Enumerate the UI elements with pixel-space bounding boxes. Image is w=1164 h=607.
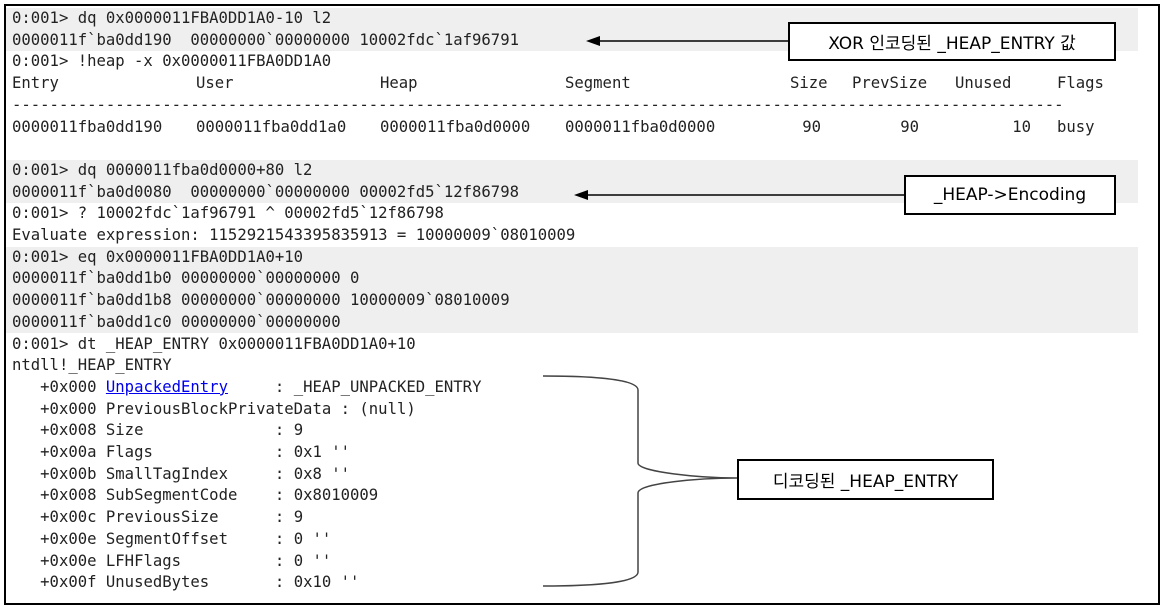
field-offset: +0x00a (40, 443, 97, 461)
console-line: Evaluate expression: 1152921543395835913… (12, 226, 576, 244)
field-name: Flags (105, 443, 153, 461)
field-value: 0x1 '' (293, 443, 351, 461)
column-header: User (196, 74, 234, 93)
field-name: PreviousBlockPrivateData (105, 399, 332, 418)
field-offset: +0x00e (40, 529, 97, 548)
console-line: 0:001> !heap -x 0x0000011FBA0DD1A0 (12, 52, 332, 71)
field-name: LFHFlags (105, 551, 182, 570)
field-name: SegmentOffset (105, 529, 228, 548)
field-name: SubSegmentCode (105, 486, 238, 505)
arrow-xor-head (586, 36, 600, 46)
struct-field: +0x00b SmallTagIndex : 0x8 '' (40, 464, 351, 483)
struct-field: +0x00f UnusedBytes : 0x10 '' (40, 573, 360, 592)
field-offset: +0x008 (40, 486, 97, 505)
column-header: Size (790, 74, 828, 93)
console-line: 0000011f`ba0dd1b0 00000000`00000000 0 (6, 268, 1138, 291)
field-offset: +0x00e (40, 551, 97, 570)
table-row: 0000011fba0dd190 0000011fba0dd1a0 0000011f… (6, 117, 1138, 139)
struct-field: +0x000 PreviousBlockPrivateData : (null) (40, 399, 416, 418)
console-line: ntdll!_HEAP_ENTRY (12, 356, 172, 375)
callout-heap-encoding: _HEAP->Encoding (904, 175, 1116, 215)
field-name: SmallTagIndex (105, 464, 228, 483)
table-cell: busy (1057, 117, 1095, 136)
field-offset: +0x000 (40, 399, 97, 418)
callout-decoded-heap-entry: 디코딩된 _HEAP_ENTRY (737, 459, 994, 500)
table-cell: 90 (802, 117, 821, 136)
struct-field: +0x00e LFHFlags : 0 '' (40, 551, 332, 570)
struct-field: +0x008 Size : 9 (40, 421, 304, 440)
struct-field: +0x000 UnpackedEntry : _HEAP_UNPACKED_EN… (40, 377, 482, 396)
table-header: Entry User Heap Segment Size PrevSize Unused Fl… (6, 73, 1138, 95)
console-line: 0:001> ? 10002fdc`1af96791 ^ 00002fd5`12… (12, 204, 444, 223)
console-line: 0:001> dq 0000011fba0d0000+80 l2 (6, 159, 1138, 182)
arrow-encoding-head (574, 190, 588, 200)
field-value: 9 (293, 421, 304, 440)
field-value: 0x8010009 (293, 486, 379, 505)
curly-brace (542, 375, 738, 587)
console-line: 0000011f`ba0dd1b8 00000000`00000000 1000… (6, 290, 1138, 312)
struct-field: +0x008 SubSegmentCode : 0x8010009 (40, 486, 379, 505)
field-value: 0 '' (293, 551, 332, 570)
console-line: 0000011f`ba0dd1c0 00000000`00000000 (6, 311, 1138, 334)
field-name: Size (105, 421, 144, 440)
field-value: (null) (359, 399, 416, 418)
field-offset: +0x008 (40, 421, 97, 440)
column-header: Flags (1057, 74, 1104, 93)
table-separator: ----------------------------------------… (12, 95, 1064, 114)
table-cell: 90 (900, 117, 919, 136)
column-header: Unused (955, 74, 1012, 93)
struct-field: +0x00a Flags : 0x1 '' (40, 443, 351, 461)
field-offset: +0x00b (40, 464, 97, 483)
console-line: 0:001> dt _HEAP_ENTRY 0x0000011FBA0DD1A0… (12, 334, 416, 353)
table-cell: 0000011fba0dd1a0 (196, 117, 347, 136)
column-header: PrevSize (852, 74, 928, 93)
field-offset: +0x000 (40, 377, 97, 396)
field-value: 0x8 '' (293, 464, 351, 483)
table-cell: 0000011fba0dd190 (12, 117, 163, 136)
table-cell: 10 (1012, 117, 1031, 136)
field-value: 0x10 '' (293, 573, 360, 592)
field-value: 0 '' (293, 529, 332, 548)
callout-xor-encoded: XOR 인코딩된 _HEAP_ENTRY 값 (788, 22, 1116, 61)
field-name: UnusedBytes (105, 573, 210, 592)
field-value: _HEAP_UNPACKED_ENTRY (293, 377, 482, 396)
field-offset: +0x00c (40, 508, 97, 527)
field-value: 9 (293, 508, 304, 527)
field-offset: +0x00f (40, 573, 97, 592)
struct-field: +0x00e SegmentOffset : 0 '' (40, 529, 332, 548)
table-cell: 0000011fba0d0000 (380, 117, 531, 136)
table-cell: 0000011fba0d0000 (565, 117, 716, 136)
column-header: Entry (12, 74, 59, 93)
struct-field: +0x00c PreviousSize : 9 (40, 508, 304, 527)
column-header: Segment (565, 74, 631, 93)
column-header: Heap (380, 74, 418, 93)
field-name: PreviousSize (105, 508, 219, 527)
console-line: 0:001> eq 0x0000011FBA0DD1A0+10 (6, 246, 1138, 269)
field-name[interactable]: UnpackedEntry (105, 377, 228, 396)
console-line: 0000011f`ba0d0080 00000000`00000000 0000… (6, 181, 1138, 204)
